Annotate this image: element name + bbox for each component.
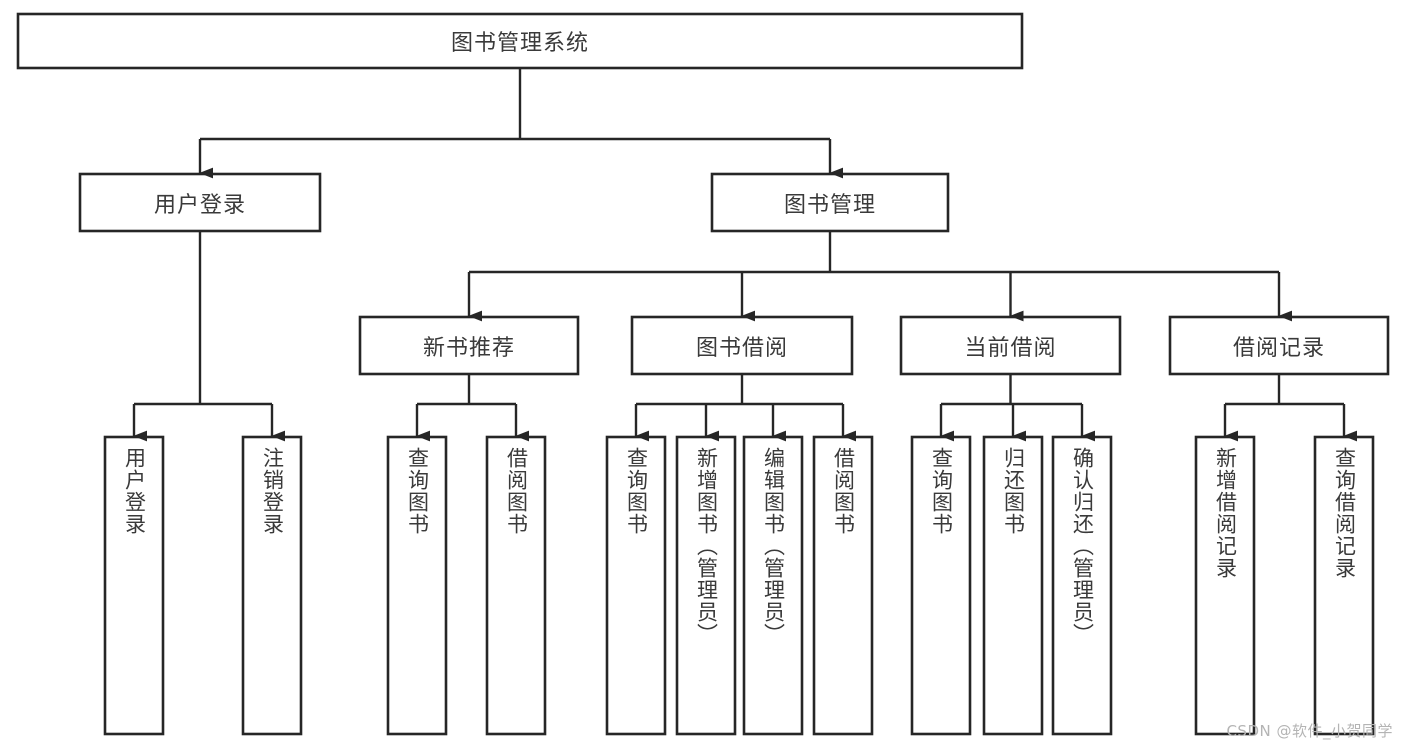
node-box-book-borrow[interactable] — [630, 315, 854, 376]
node-box-leaf-query-book-borrow[interactable] — [605, 435, 667, 736]
node-box-leaf-user-logout[interactable] — [241, 435, 303, 736]
node-box-leaf-query-borrow-record[interactable] — [1313, 435, 1375, 736]
node-box-borrow-record[interactable] — [1168, 315, 1390, 376]
connector-layer — [132, 68, 1358, 442]
node-box-leaf-confirm-return-admin[interactable] — [1051, 435, 1113, 736]
node-box-user-login[interactable] — [78, 172, 322, 233]
node-box-leaf-borrow-book[interactable] — [812, 435, 874, 736]
node-box-leaf-add-book-admin[interactable] — [675, 435, 737, 736]
node-box-leaf-edit-book-admin[interactable] — [742, 435, 804, 736]
node-box-current-borrow[interactable] — [899, 315, 1122, 376]
node-box-leaf-query-book-current[interactable] — [910, 435, 972, 736]
node-box-leaf-borrow-book-recommend[interactable] — [485, 435, 547, 736]
node-box-leaf-user-login[interactable] — [103, 435, 165, 736]
node-box-leaf-query-book-recommend[interactable] — [386, 435, 448, 736]
node-box-leaf-return-book[interactable] — [982, 435, 1044, 736]
node-box-leaf-add-borrow-record[interactable] — [1194, 435, 1256, 736]
node-box-root[interactable] — [16, 12, 1024, 70]
node-box-book-manage[interactable] — [710, 172, 950, 233]
node-box-new-book-recommend[interactable] — [358, 315, 580, 376]
